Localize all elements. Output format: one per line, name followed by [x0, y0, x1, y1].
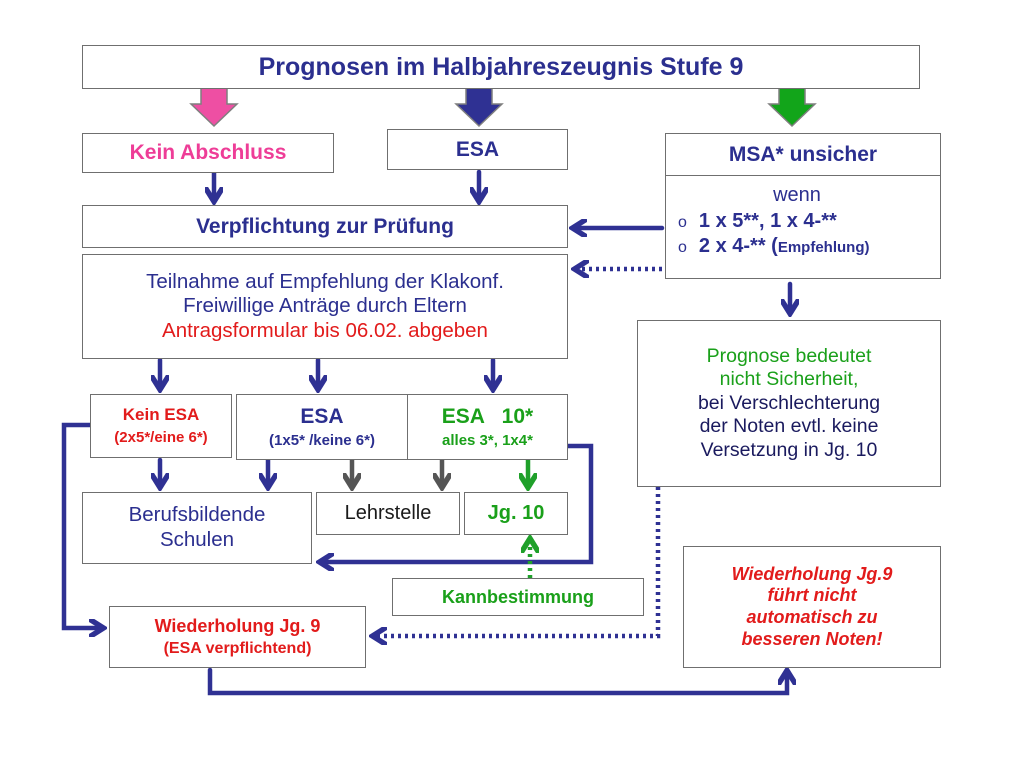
- note-line-1: Wiederholung Jg.9: [731, 563, 893, 584]
- prognose-line-1: Prognose bedeutet: [706, 345, 872, 368]
- prognose-line-5: Versetzung in Jg. 10: [700, 438, 878, 461]
- pink-block-arrow: [189, 87, 239, 128]
- esa-top-label: ESA: [455, 137, 500, 161]
- title-box: Prognosen im Halbjahreszeugnis Stufe 9: [82, 45, 920, 89]
- esa-mid-box: ESA (1x5* /keine 6*): [236, 394, 408, 460]
- bullet-circle-icon: o: [678, 239, 687, 256]
- msa-header-box: MSA* unsicher: [665, 133, 941, 176]
- wiederholung-line-2: (ESA verpflichtend): [163, 640, 312, 658]
- verpflichtung-box: Verpflichtung zur Prüfung: [82, 205, 568, 248]
- page-title: Prognosen im Halbjahreszeugnis Stufe 9: [258, 52, 744, 81]
- esa-mid-sub: (1x5* /keine 6*): [269, 432, 375, 450]
- jg10-label: Jg. 10: [487, 502, 545, 524]
- green-block-arrow: [767, 87, 817, 128]
- esa10-box: ESA 10* alles 3*, 1x4*: [407, 394, 568, 460]
- wiederholung-line-1: Wiederholung Jg. 9: [154, 615, 321, 636]
- prognose-line-3: bei Verschlechterung: [697, 391, 881, 414]
- kannbestimmung-box: Kannbestimmung: [392, 578, 644, 616]
- kein-esa-box: Kein ESA (2x5*/eine 6*): [90, 394, 232, 458]
- wiederholung-note-box: Wiederholung Jg.9 führt nicht automatisc…: [683, 546, 941, 668]
- lehrstelle-label: Lehrstelle: [344, 502, 432, 524]
- berufsbildende-line-1: Berufsbildende: [128, 503, 266, 527]
- note-line-3: automatisch zu: [746, 607, 878, 627]
- esa-mid-title: ESA: [300, 404, 344, 428]
- berufsbildende-box: Berufsbildende Schulen: [82, 492, 312, 564]
- msa-wenn: wenn: [773, 184, 821, 206]
- note-line-4: besseren Noten!: [741, 628, 883, 649]
- berufsbildende-line-2: Schulen: [159, 528, 235, 551]
- jg10-box: Jg. 10: [464, 492, 568, 535]
- kein-abschluss-label: Kein Abschluss: [129, 141, 287, 164]
- esa10-title: ESA 10*: [441, 404, 534, 428]
- bullet-circle-icon: o: [678, 214, 687, 231]
- kein-esa-sub: (2x5*/eine 6*): [114, 428, 208, 446]
- prognose-line-2: nicht Sicherheit,: [719, 368, 859, 391]
- dotted-arrow-prognose-wiederholung: [376, 487, 661, 636]
- note-line-2: führt nicht: [767, 585, 857, 606]
- arrow-kein-esa-wiederholung: [61, 422, 100, 628]
- kein-esa-title: Kein ESA: [122, 405, 200, 425]
- wiederholung-box: Wiederholung Jg. 9 (ESA verpflichtend): [109, 606, 366, 668]
- esa10-sub: alles 3*, 1x4*: [442, 432, 533, 450]
- teilnahme-line-3: Antragsformular bis 06.02. abgeben: [162, 318, 488, 342]
- teilnahme-line-1: Teilnahme auf Empfehlung der Klakonf.: [146, 269, 504, 293]
- esa-top-box: ESA: [387, 129, 568, 170]
- kein-abschluss-box: Kein Abschluss: [82, 133, 334, 173]
- prognose-line-4: der Noten evtl. keine: [699, 415, 879, 438]
- arrow-wiederholung-note: [207, 670, 787, 696]
- lehrstelle-box: Lehrstelle: [316, 492, 460, 535]
- kannbestimmung-label: Kannbestimmung: [441, 586, 594, 607]
- teilnahme-box: Teilnahme auf Empfehlung der Klakonf. Fr…: [82, 254, 568, 359]
- arrow-esa10-berufsbildende: [323, 443, 594, 562]
- msa-header-label: MSA* unsicher: [728, 142, 878, 166]
- teilnahme-line-2: Freiwillige Anträge durch Eltern: [183, 294, 467, 318]
- prognose-box: Prognose bedeutet nicht Sicherheit, bei …: [637, 320, 941, 487]
- blue-block-arrow: [454, 87, 504, 128]
- verpflichtung-label: Verpflichtung zur Prüfung: [196, 214, 454, 238]
